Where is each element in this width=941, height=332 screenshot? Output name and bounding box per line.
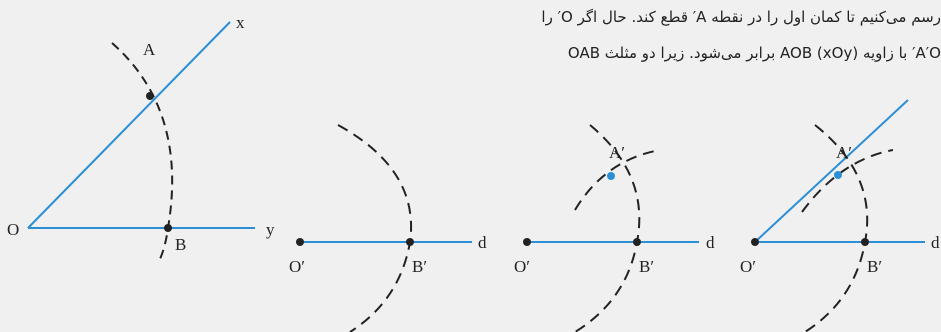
arc-first bbox=[337, 124, 412, 332]
label-b-prime: B′ bbox=[867, 257, 882, 276]
point-o-prime bbox=[523, 238, 531, 246]
point-b bbox=[164, 224, 172, 232]
label-d: d bbox=[931, 233, 940, 252]
point-b-prime bbox=[861, 238, 869, 246]
point-a-prime bbox=[607, 172, 615, 180]
label-o-prime: O′ bbox=[289, 257, 305, 276]
label-b-prime: B′ bbox=[639, 257, 654, 276]
point-o-prime bbox=[296, 238, 304, 246]
point-b-prime bbox=[406, 238, 414, 246]
label-d: d bbox=[706, 233, 715, 252]
point-o-prime bbox=[751, 238, 759, 246]
point-a-prime bbox=[834, 171, 842, 179]
point-a bbox=[146, 92, 154, 100]
label-a-prime: A′ bbox=[609, 143, 625, 162]
arc-second bbox=[574, 149, 661, 211]
figure-step-1: O′ B′ d bbox=[289, 124, 487, 332]
label-x: x bbox=[236, 13, 245, 32]
label-a: A bbox=[143, 40, 156, 59]
label-d: d bbox=[478, 233, 487, 252]
figure-step-3: O′ B′ A′ d bbox=[740, 99, 940, 332]
arc-first bbox=[574, 124, 641, 332]
ray-o-a bbox=[754, 99, 909, 243]
arc-second bbox=[801, 149, 894, 213]
ray-ox bbox=[27, 21, 231, 229]
paragraph-line-1: رسم می‌کنیم تا کمان اول را در نقطه A′ قط… bbox=[541, 8, 941, 26]
label-b: B bbox=[175, 235, 186, 254]
label-o-prime: O′ bbox=[514, 257, 530, 276]
paragraph-line-2: A′O′ با زاویه AOB (xOy) برابر می‌شود. زی… bbox=[567, 44, 941, 62]
label-o-prime: O′ bbox=[740, 257, 756, 276]
point-b-prime bbox=[633, 238, 641, 246]
figure-step-2: O′ B′ A′ d bbox=[514, 124, 715, 332]
label-b-prime: B′ bbox=[412, 257, 427, 276]
arc-ab bbox=[111, 42, 174, 264]
figure-original-angle: x y O A B bbox=[7, 13, 275, 264]
label-y: y bbox=[266, 220, 275, 239]
label-o: O bbox=[7, 220, 19, 239]
label-a-prime: A′ bbox=[836, 143, 852, 162]
